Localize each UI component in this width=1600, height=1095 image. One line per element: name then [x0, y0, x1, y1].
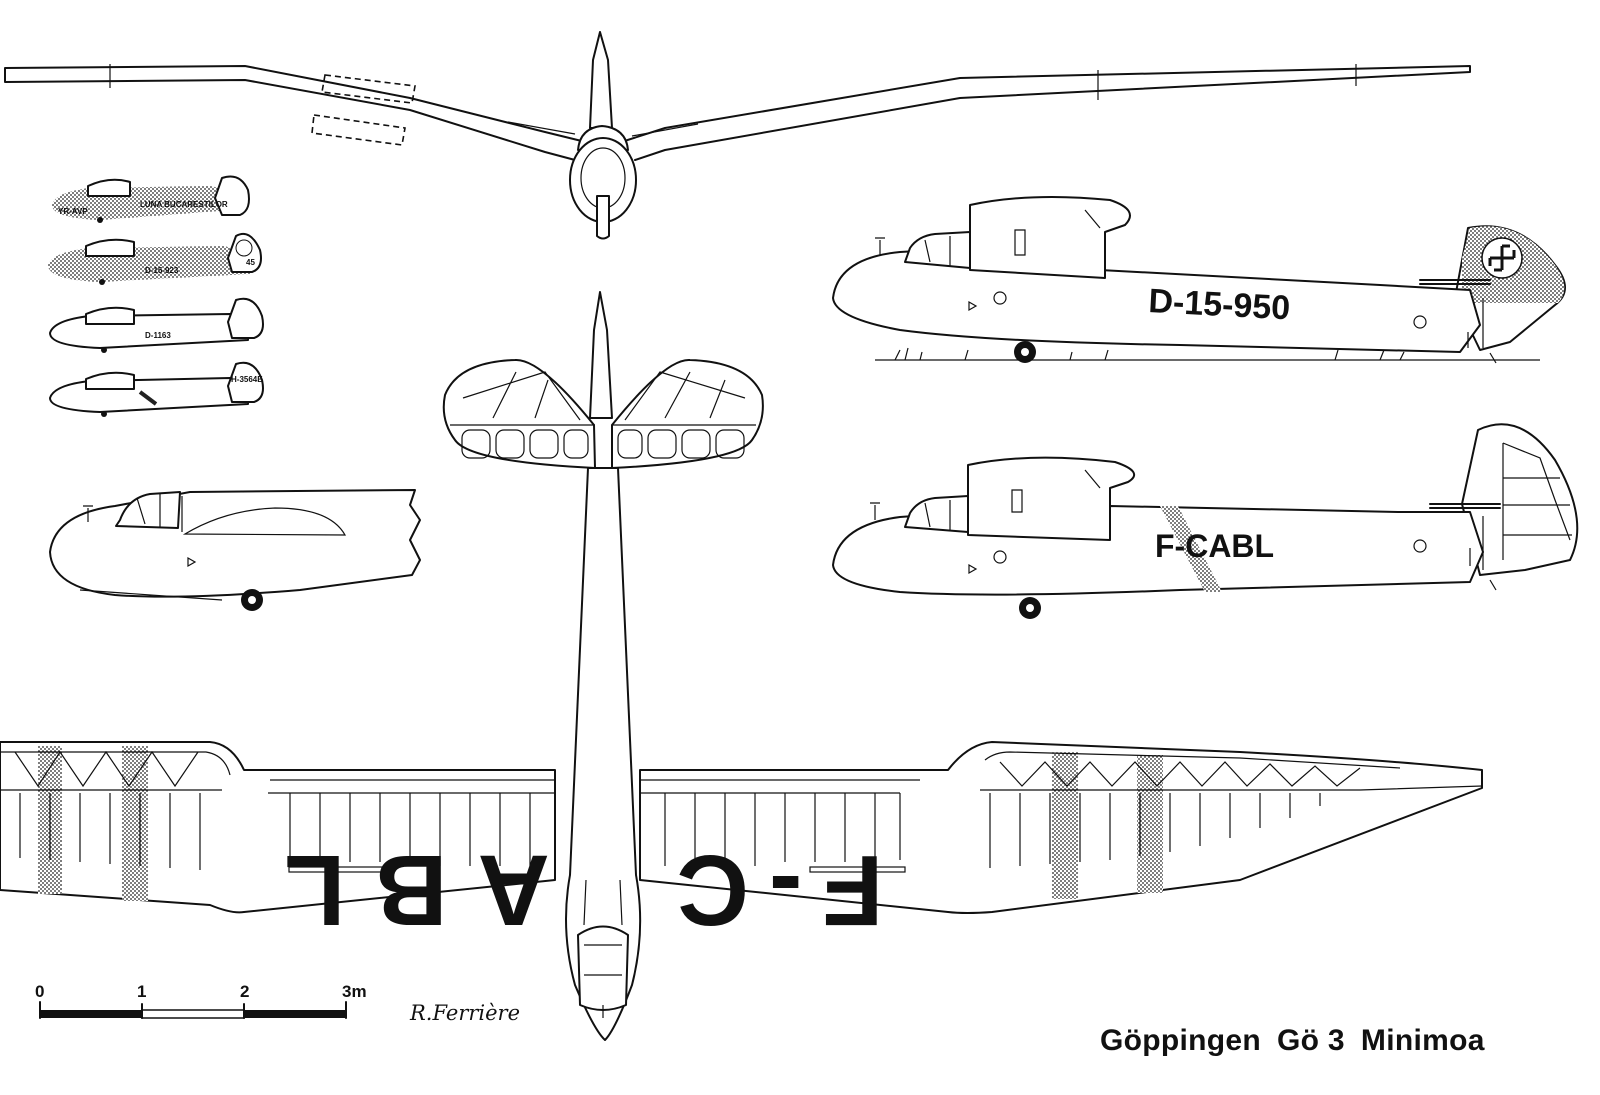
- alternate-nose-canopy: [115, 491, 181, 529]
- front-view-wing-left: [4, 65, 599, 161]
- plan-view: ABL F-C: [0, 467, 1483, 1041]
- wing-stripe-left-2: [122, 746, 148, 901]
- side-view-2-canopy: [904, 495, 969, 533]
- side-view-1-wing-root: [969, 195, 1131, 279]
- front-view-fin: [589, 31, 613, 129]
- side-view-1-fuselage: [832, 247, 1481, 353]
- variant-1: YR-AVP LUNA BUCARESTILOR: [52, 175, 250, 223]
- variant-4-registration: H-3564E: [231, 375, 263, 384]
- front-view: [4, 31, 1471, 240]
- scale-bar: 0 1 2 3m: [35, 982, 367, 1019]
- top-view-fin: [589, 291, 613, 419]
- title-maker: Göppingen: [1100, 1024, 1262, 1057]
- plan-view-canopy: [577, 925, 629, 1011]
- scale-tick-1: 1: [137, 982, 146, 1001]
- side-view-1: D-15-950: [832, 195, 1566, 364]
- scale-tick-0: 0: [35, 982, 44, 1001]
- variant-2-number: 45: [246, 258, 255, 267]
- side-view-2-fuselage-band: [1160, 506, 1222, 592]
- side-view-2: F-CABL: [832, 423, 1579, 619]
- plan-view-fuselage: [565, 467, 642, 1041]
- variant-2-registration: D-15-923: [145, 266, 179, 275]
- wing-stripe-right-1: [1052, 752, 1078, 899]
- alternate-nose-fuselage: [49, 489, 421, 598]
- wing-registration-left: ABL: [254, 834, 550, 946]
- variant-1-name: LUNA BUCARESTILOR: [140, 200, 228, 209]
- variant-1-registration: YR-AVP: [58, 207, 88, 216]
- title-name: Minimoa: [1360, 1024, 1485, 1057]
- wing-stripe-right-2: [1137, 755, 1163, 893]
- variant-3-registration: D-1163: [145, 331, 171, 340]
- variant-4: H-3564E: [49, 361, 264, 417]
- side-view-1-canopy: [904, 231, 971, 269]
- variant-3: D-1163: [49, 297, 264, 353]
- side-view-1-registration: D-15-950: [1148, 282, 1292, 327]
- front-view-spoiler-upper: [321, 74, 416, 104]
- side-view-2-fin: [1461, 423, 1579, 576]
- alternate-nose-view: [49, 489, 421, 611]
- tailplane-left: [442, 358, 596, 469]
- side-view-2-wing-root: [967, 456, 1136, 541]
- wing-registration-right: F-C: [657, 834, 884, 946]
- artist-signature: R.Ferrière: [409, 1001, 520, 1025]
- tailplane-top-view: [442, 291, 764, 469]
- front-view-wing-right: [611, 65, 1471, 161]
- page-title: Göppingen Gö 3 Minimoa: [1100, 1024, 1501, 1058]
- side-view-2-registration: F-CABL: [1155, 528, 1274, 564]
- scale-tick-2: 2: [240, 982, 249, 1001]
- front-view-spoiler-lower: [311, 114, 406, 146]
- title-type: Gö 3: [1277, 1024, 1345, 1057]
- front-view-skid: [596, 195, 610, 240]
- variant-2: D-15-923 45: [48, 232, 262, 285]
- scale-tick-3m: 3m: [342, 982, 367, 1001]
